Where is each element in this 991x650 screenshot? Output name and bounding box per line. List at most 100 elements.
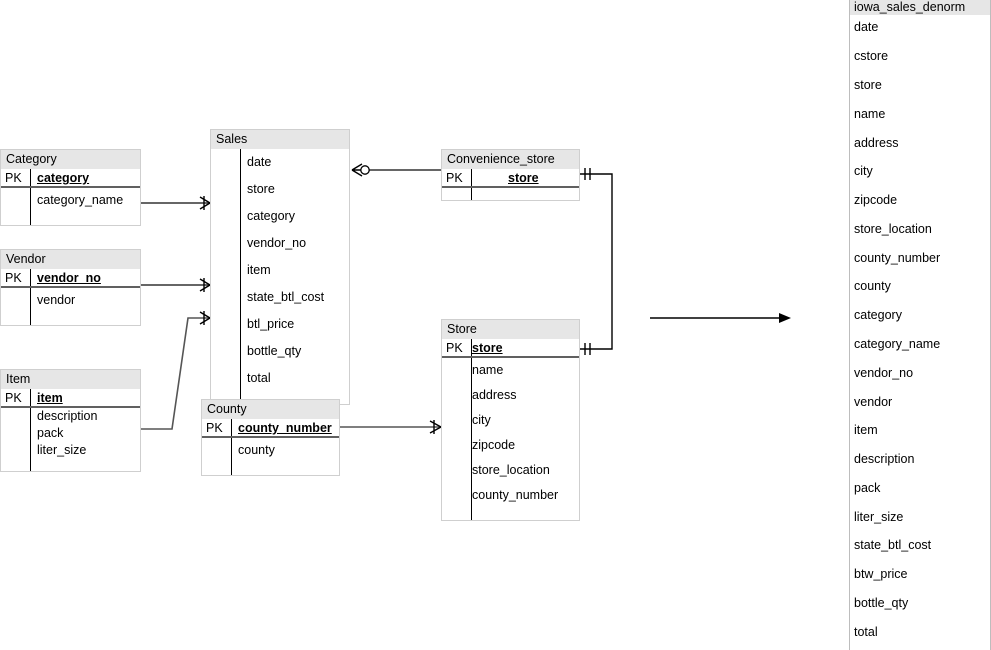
list-item[interactable]: category_name [854, 337, 941, 351]
attribute-name: vendor_no [247, 236, 307, 250]
entity-title-item: Item [1, 370, 140, 389]
list-item[interactable]: store [854, 78, 882, 92]
table-row[interactable]: PK county_number [202, 419, 339, 438]
entity-body-item: PK item description pack liter_size [1, 389, 140, 471]
key-badge: PK [206, 421, 223, 435]
attribute-name: vendor [37, 293, 76, 307]
entity-county[interactable]: County PK county_number county [201, 399, 340, 476]
attribute-name: store_location [472, 463, 550, 477]
entity-body-convenience-store: PK store [442, 169, 579, 200]
table-row[interactable]: county [202, 438, 339, 463]
entity-item[interactable]: Item PK item description pack liter_size [0, 369, 141, 472]
list-item[interactable]: vendor [854, 395, 893, 409]
table-row[interactable]: city [442, 408, 579, 433]
table-row[interactable]: vendor [1, 288, 140, 313]
list-item[interactable]: date [854, 20, 879, 34]
list-item[interactable]: total [854, 625, 878, 639]
list-item[interactable]: item [854, 423, 878, 437]
list-item[interactable]: county_number [854, 251, 941, 265]
entity-store[interactable]: Store PK store name address city zipcode [441, 319, 580, 521]
list-item[interactable]: pack [854, 481, 881, 495]
table-row[interactable]: category [211, 203, 349, 230]
table-row[interactable]: state_btl_cost [211, 284, 349, 311]
attribute-name: item [37, 391, 63, 405]
table-row[interactable]: PK vendor_no [1, 269, 140, 288]
table-row[interactable]: total [211, 365, 349, 392]
attribute-name: date [247, 155, 272, 169]
key-badge: PK [5, 391, 22, 405]
entity-body-sales: date store category vendor_no item state… [211, 149, 349, 404]
attribute-name: store [247, 182, 275, 196]
entity-title-convenience-store: Convenience_store [442, 150, 579, 169]
list-item[interactable]: btw_price [854, 567, 908, 581]
attribute-name: city [472, 413, 491, 427]
entity-body-vendor: PK vendor_no vendor [1, 269, 140, 325]
table-row[interactable]: PK store [442, 169, 579, 188]
entity-sales[interactable]: Sales date store category vendor_no item [210, 129, 350, 405]
entity-title-store: Store [442, 320, 579, 339]
list-item[interactable]: description [854, 452, 915, 466]
entity-body-county: PK county_number county [202, 419, 339, 475]
list-item[interactable]: cstore [854, 49, 889, 63]
table-row-filler [1, 213, 140, 225]
table-row[interactable]: PK store [442, 339, 579, 358]
connector-category-sales [141, 196, 211, 210]
attribute-name: item [247, 263, 271, 277]
table-row[interactable]: category_name [1, 188, 140, 213]
connector-sales-convenience-store [351, 163, 441, 177]
denormalized-table-panel[interactable]: iowa_sales_denorm date cstore store name… [849, 0, 991, 650]
attribute-name: vendor_no [37, 271, 101, 285]
entity-title-county: County [202, 400, 339, 419]
list-item[interactable]: bottle_qty [854, 596, 909, 610]
connector-item-sales [141, 311, 211, 430]
table-row[interactable]: bottle_qty [211, 338, 349, 365]
key-badge: PK [5, 171, 22, 185]
table-row[interactable]: county_number [442, 483, 579, 508]
table-row[interactable]: PK item [1, 389, 140, 408]
entity-title-category: Category [1, 150, 140, 169]
table-row-filler [1, 459, 140, 471]
table-row[interactable]: btl_price [211, 311, 349, 338]
attribute-name: address [472, 388, 517, 402]
table-row[interactable]: store [211, 176, 349, 203]
table-row-filler [1, 313, 140, 325]
list-item[interactable]: liter_size [854, 510, 904, 524]
list-item[interactable]: store_location [854, 222, 932, 236]
table-row[interactable]: PK category [1, 169, 140, 188]
attribute-name: category_name [37, 193, 124, 207]
list-item[interactable]: address [854, 136, 899, 150]
entity-convenience-store[interactable]: Convenience_store PK store [441, 149, 580, 201]
list-item[interactable]: state_btl_cost [854, 538, 932, 552]
list-item[interactable]: vendor_no [854, 366, 914, 380]
table-row[interactable]: address [442, 383, 579, 408]
table-row[interactable]: zipcode [442, 433, 579, 458]
attribute-name: total [247, 371, 271, 385]
list-item[interactable]: city [854, 164, 873, 178]
table-row[interactable]: vendor_no [211, 230, 349, 257]
connector-convenience-store-store [580, 168, 613, 355]
key-badge: PK [5, 271, 22, 285]
attribute-name: liter_size [37, 443, 87, 457]
attribute-name: name [472, 363, 504, 377]
entity-category[interactable]: Category PK category category_name [0, 149, 141, 226]
table-row[interactable]: liter_size [1, 442, 140, 459]
table-row[interactable]: item [211, 257, 349, 284]
attribute-name: description [37, 409, 98, 423]
attribute-name: category [247, 209, 295, 223]
list-item[interactable]: zipcode [854, 193, 898, 207]
entity-vendor[interactable]: Vendor PK vendor_no vendor [0, 249, 141, 326]
list-item[interactable]: county [854, 279, 891, 293]
table-row-filler [442, 188, 579, 200]
table-row[interactable]: name [442, 358, 579, 383]
connector-vendor-sales [141, 278, 211, 292]
table-row[interactable]: store_location [442, 458, 579, 483]
attribute-name: zipcode [472, 438, 516, 452]
entity-body-category: PK category category_name [1, 169, 140, 225]
list-item[interactable]: name [854, 107, 886, 121]
attribute-name: county_number [238, 421, 332, 435]
table-row[interactable]: description [1, 408, 140, 425]
list-item[interactable]: category [854, 308, 902, 322]
table-row[interactable]: pack [1, 425, 140, 442]
table-row[interactable]: date [211, 149, 349, 176]
